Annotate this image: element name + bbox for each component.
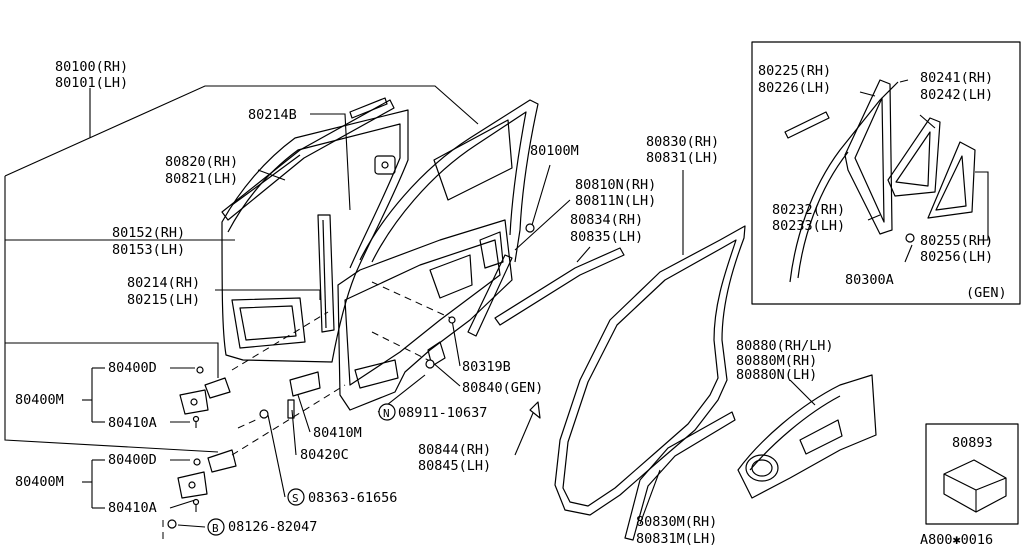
door-hinges (167, 316, 541, 529)
label-80101: 80101(LH) (55, 75, 128, 91)
label-80420c: 80420C (300, 447, 349, 463)
bolt-symbol-letter: B (212, 522, 219, 535)
label-80233: 80233(LH) (772, 218, 845, 234)
label-80834: 80834(RH) (570, 212, 643, 228)
label-80830: 80830(RH) (646, 134, 719, 150)
label-80880n: 80880N(LH) (736, 367, 817, 383)
label-80242: 80242(LH) (920, 87, 993, 103)
nut-symbol-circle (378, 403, 396, 421)
inset-gen-box (751, 41, 1021, 305)
label-80840: 80840(GEN) (462, 380, 543, 396)
label-80811n: 80811N(LH) (575, 193, 656, 209)
label-80400d-upper: 80400D (108, 360, 157, 376)
opening-weatherstrip (494, 225, 746, 541)
label-80153: 80153(LH) (112, 242, 185, 258)
label-80256: 80256(LH) (920, 249, 993, 265)
bolt-symbol-circle (207, 518, 225, 536)
part-number-labels: 80100(RH) 80101(LH) 80214B 80820(RH) 808… (15, 59, 1007, 548)
label-80319b: 80319B (462, 359, 511, 375)
label-80100: 80100(RH) (55, 59, 128, 75)
label-80830m: 80830M(RH) (636, 514, 717, 530)
label-80152: 80152(RH) (112, 225, 185, 241)
label-80410m: 80410M (313, 425, 362, 441)
label-80255: 80255(RH) (920, 233, 993, 249)
label-80226: 80226(LH) (758, 80, 831, 96)
label-80225: 80225(RH) (758, 63, 831, 79)
nut-symbol-letter: N (383, 407, 390, 420)
trim-panel (737, 374, 877, 499)
label-80215: 80215(LH) (127, 292, 200, 308)
label-80821: 80821(LH) (165, 171, 238, 187)
label-08126-82047: 08126-82047 (228, 519, 317, 535)
label-80835: 80835(LH) (570, 229, 643, 245)
label-80880m: 80880M(RH) (736, 353, 817, 369)
label-80100m: 80100M (530, 143, 579, 159)
leader-lines (4, 85, 816, 528)
label-80241: 80241(RH) (920, 70, 993, 86)
door-outer-panel (221, 97, 409, 363)
label-80845: 80845(LH) (418, 458, 491, 474)
door-sash-frame (317, 99, 539, 411)
diagram-code: A800✱0016 (920, 532, 993, 548)
label-gen: (GEN) (966, 285, 1007, 301)
label-80844: 80844(RH) (418, 442, 491, 458)
label-80410a-upper: 80410A (108, 415, 157, 431)
label-80410a-lower: 80410A (108, 500, 157, 516)
label-80831m: 80831M(LH) (636, 531, 717, 547)
label-80214b: 80214B (248, 107, 297, 123)
label-80400m-lower: 80400M (15, 474, 64, 490)
label-80810n: 80810N(RH) (575, 177, 656, 193)
label-80820: 80820(RH) (165, 154, 238, 170)
label-80400d-lower: 80400D (108, 452, 157, 468)
label-80300a: 80300A (845, 272, 894, 288)
label-80880: 80880(RH/LH) (736, 338, 834, 354)
screw-symbol-letter: S (292, 492, 299, 505)
fastener-symbols: N S B (207, 403, 396, 536)
label-08911-10637: 08911-10637 (398, 405, 487, 421)
label-08363-61656: 08363-61656 (308, 490, 397, 506)
label-80893: 80893 (952, 435, 993, 451)
label-80400m-upper: 80400M (15, 392, 64, 408)
label-80831: 80831(LH) (646, 150, 719, 166)
part-80893-box (925, 423, 1019, 525)
label-80232: 80232(RH) (772, 202, 845, 218)
label-80214: 80214(RH) (127, 275, 200, 291)
screw-symbol-circle (287, 488, 305, 506)
